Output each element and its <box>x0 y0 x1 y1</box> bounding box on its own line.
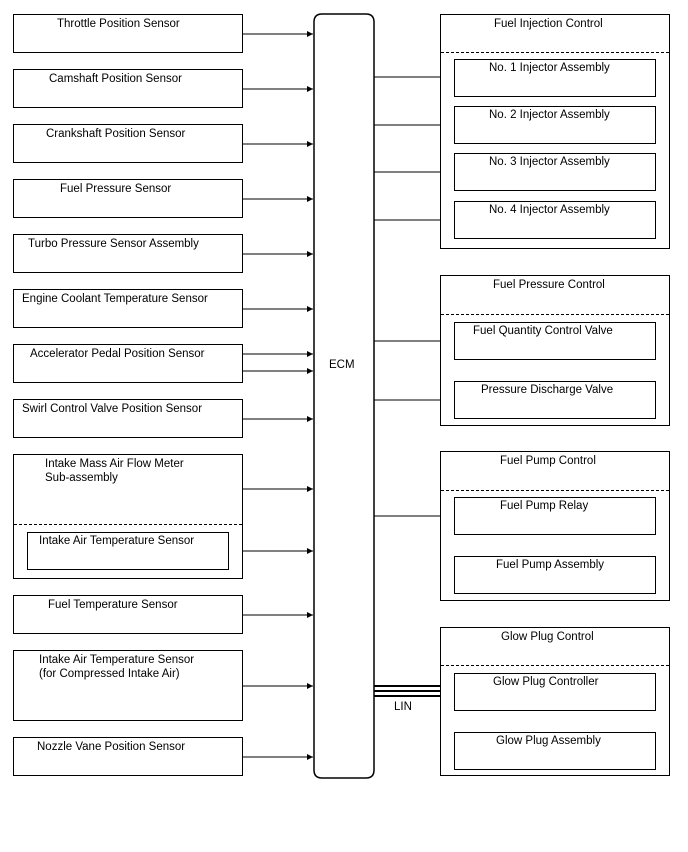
sensor-intake-air-temp: Intake Air Temperature Sensor <box>27 532 229 570</box>
lin-label: LIN <box>394 701 412 713</box>
sensor-nozzle-vane: Nozzle Vane Position Sensor <box>13 737 243 776</box>
item-label: No. 4 Injector Assembly <box>489 204 610 216</box>
fuel-pump-assembly: Fuel Pump Assembly <box>454 556 656 594</box>
divider <box>441 490 669 491</box>
injector-4: No. 4 Injector Assembly <box>454 201 656 239</box>
sensor-label: Fuel Pressure Sensor <box>60 183 172 195</box>
pressure-discharge-valve: Pressure Discharge Valve <box>454 381 656 419</box>
item-label: No. 2 Injector Assembly <box>489 109 610 121</box>
sensor-label: Camshaft Position Sensor <box>49 73 182 85</box>
sensor-throttle: Throttle Position Sensor <box>13 14 243 53</box>
ecm-block <box>313 13 375 779</box>
sensor-label: Crankshaft Position Sensor <box>46 128 186 140</box>
group-title: Glow Plug Control <box>501 631 594 643</box>
glow-plug-assembly: Glow Plug Assembly <box>454 732 656 770</box>
sensor-label: Fuel Temperature Sensor <box>48 599 178 611</box>
group-glow-plug: Glow Plug Control Glow Plug Controller G… <box>440 627 670 776</box>
fuel-quantity-control-valve: Fuel Quantity Control Valve <box>454 322 656 360</box>
injector-2: No. 2 Injector Assembly <box>454 106 656 144</box>
ecm-label: ECM <box>329 359 355 371</box>
fuel-pump-relay: Fuel Pump Relay <box>454 497 656 535</box>
sensor-intake-air-temp-compressed: Intake Air Temperature Sensor (for Compr… <box>13 650 243 721</box>
item-label: Fuel Pump Relay <box>500 500 589 512</box>
divider <box>441 314 669 315</box>
sensor-swirl: Swirl Control Valve Position Sensor <box>13 399 243 438</box>
item-label: Fuel Pump Assembly <box>496 559 605 571</box>
item-label: Pressure Discharge Valve <box>481 384 614 396</box>
injector-1: No. 1 Injector Assembly <box>454 59 656 97</box>
sensor-camshaft: Camshaft Position Sensor <box>13 69 243 108</box>
sensor-turbo-pressure: Turbo Pressure Sensor Assembly <box>13 234 243 273</box>
item-label: Fuel Quantity Control Valve <box>473 325 613 337</box>
divider <box>441 52 669 53</box>
sensor-label: Turbo Pressure Sensor Assembly <box>28 238 199 250</box>
group-fuel-pump: Fuel Pump Control Fuel Pump Relay Fuel P… <box>440 451 670 601</box>
sensor-accelerator: Accelerator Pedal Position Sensor <box>13 344 243 383</box>
group-title: Fuel Injection Control <box>494 18 603 30</box>
sensor-crankshaft: Crankshaft Position Sensor <box>13 124 243 163</box>
glow-plug-controller: Glow Plug Controller <box>454 673 656 711</box>
item-label: No. 3 Injector Assembly <box>489 156 610 168</box>
sensor-label: Swirl Control Valve Position Sensor <box>22 403 203 415</box>
sensor-maf: Intake Mass Air Flow Meter Sub-assembly … <box>13 454 243 579</box>
group-title: Fuel Pressure Control <box>493 279 605 291</box>
divider <box>14 524 242 525</box>
group-fuel-injection: Fuel Injection Control No. 1 Injector As… <box>440 14 670 249</box>
sensor-label: Intake Mass Air Flow Meter Sub-assembly <box>45 458 184 484</box>
item-label: No. 1 Injector Assembly <box>489 62 610 74</box>
item-label: Glow Plug Assembly <box>496 735 601 747</box>
item-label: Glow Plug Controller <box>493 676 599 688</box>
sensor-label: Intake Air Temperature Sensor <box>39 535 195 547</box>
sensor-label: Intake Air Temperature Sensor (for Compr… <box>39 654 195 680</box>
sensor-label: Throttle Position Sensor <box>57 18 180 30</box>
sensor-coolant-temp: Engine Coolant Temperature Sensor <box>13 289 243 328</box>
sensor-label: Accelerator Pedal Position Sensor <box>30 348 205 360</box>
group-fuel-pressure: Fuel Pressure Control Fuel Quantity Cont… <box>440 275 670 426</box>
sensor-fuel-pressure: Fuel Pressure Sensor <box>13 179 243 218</box>
group-title: Fuel Pump Control <box>500 455 596 467</box>
sensor-label: Engine Coolant Temperature Sensor <box>22 293 208 305</box>
sensor-label: Nozzle Vane Position Sensor <box>37 741 186 753</box>
divider <box>441 665 669 666</box>
injector-3: No. 3 Injector Assembly <box>454 153 656 191</box>
sensor-fuel-temp: Fuel Temperature Sensor <box>13 595 243 634</box>
